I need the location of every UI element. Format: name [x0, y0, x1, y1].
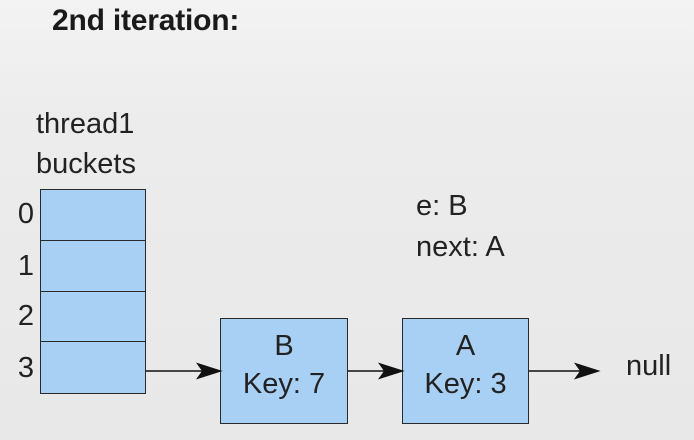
buckets-label-line2: buckets	[36, 148, 136, 180]
bucket-cell-1	[40, 240, 146, 292]
arrow-node-b-to-node-a	[348, 362, 405, 380]
bucket-index-3: 3	[17, 352, 34, 384]
bucket-index-0: 0	[17, 198, 34, 230]
node-a: A Key: 3	[402, 318, 529, 424]
buckets-label-line1: thread1	[36, 108, 135, 140]
var-next: next: A	[416, 231, 505, 263]
var-e: e: B	[416, 190, 468, 222]
slide-title: 2nd iteration:	[52, 4, 240, 37]
bucket-cell-2	[40, 291, 146, 342]
null-label: null	[626, 350, 672, 382]
bucket-cell-3	[40, 341, 146, 394]
node-a-key: Key: 3	[424, 368, 507, 400]
node-a-name: A	[455, 330, 476, 362]
bucket-index-1: 1	[17, 250, 34, 282]
node-b-key: Key: 7	[242, 368, 326, 400]
bucket-index-2: 2	[17, 300, 34, 332]
arrow-bucket3-to-node-b	[146, 362, 223, 380]
node-b: B Key: 7	[220, 318, 348, 424]
node-b-name: B	[274, 330, 294, 362]
arrow-node-a-to-null	[529, 362, 601, 380]
bucket-cell-0	[40, 189, 146, 241]
